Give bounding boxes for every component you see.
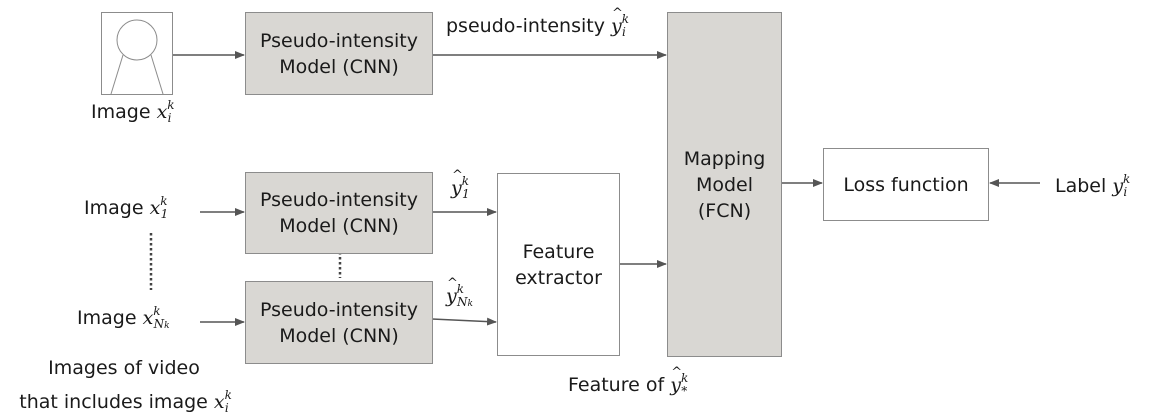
image-n-label: Image xkNk	[77, 304, 170, 331]
caption-line1: Images of video	[48, 357, 200, 379]
loss-function-box: Loss function	[823, 148, 989, 221]
mapping-line1: Mapping	[683, 147, 766, 170]
feature-extractor-line1: Feature	[522, 240, 595, 263]
pseudo-1-line2: Model (CNN)	[279, 215, 399, 237]
pseudo-n-line1: Pseudo-intensity	[259, 298, 419, 321]
loss-function-label: Loss function	[843, 173, 969, 196]
feature-of-label: Feature of yk*	[568, 365, 688, 398]
pseudo-top-line1: Pseudo-intensity	[259, 29, 419, 52]
feature-extractor-box: Feature extractor	[497, 173, 620, 356]
feature-extractor-line2: extractor	[515, 266, 602, 289]
pseudo-top-line2: Model (CNN)	[279, 55, 399, 78]
pseudo-intensity-model-1: Pseudo-intensity Model (CNN)	[245, 172, 433, 254]
image-1-label: Image xk1	[84, 194, 169, 221]
arrow-pseudon-to-extractor	[431, 317, 497, 326]
mapping-line2: Model	[695, 173, 754, 196]
pseudo-intensity-model-n: Pseudo-intensity Model (CNN)	[245, 281, 433, 364]
pseudo-n-line2: Model (CNN)	[279, 324, 399, 347]
pseudo-intensity-output-label: pseudo-intensity yki	[446, 6, 629, 39]
person-image-icon	[101, 12, 173, 95]
image-top-label: Image xki	[91, 98, 175, 125]
mapping-line3: (FCN)	[697, 199, 752, 222]
yhat-n-label: ykNk	[446, 276, 473, 309]
pseudo-1-line1: Pseudo-intensity	[259, 189, 419, 211]
mapping-model-box: Mapping Model (FCN)	[667, 12, 782, 357]
yhat-1-label: yk1	[451, 168, 470, 201]
caption-line2: that includes image xki	[19, 388, 232, 414]
label-y-label: Label yki	[1055, 172, 1131, 199]
images-of-video-caption: Images of video that includes image xki	[4, 355, 244, 414]
pseudo-intensity-model-top: Pseudo-intensity Model (CNN)	[245, 12, 433, 95]
